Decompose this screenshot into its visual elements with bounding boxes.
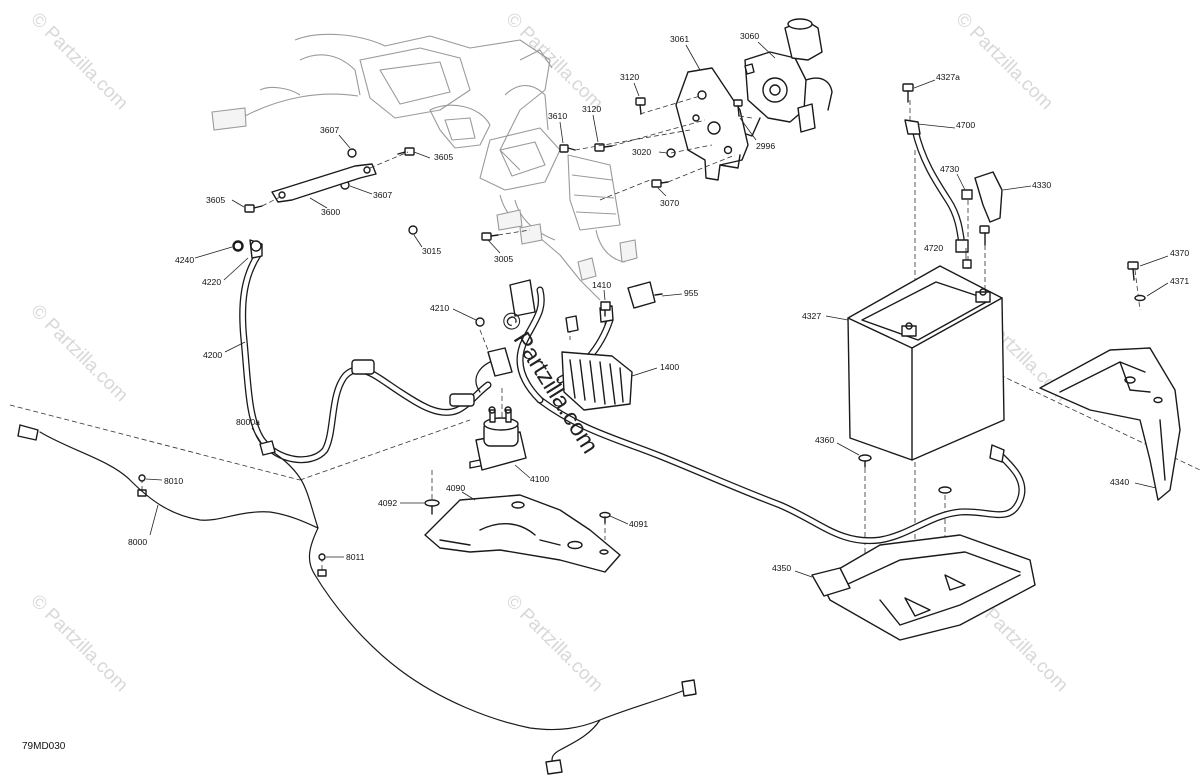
callout-4220: 4220 [202, 277, 221, 287]
bolt-3605a [397, 147, 415, 156]
ground-strap-3600 [271, 163, 377, 203]
washer-4371 [1134, 294, 1146, 302]
callout-3061: 3061 [670, 34, 689, 44]
watermark: © Partzilla.com [26, 301, 131, 406]
callout-3020: 3020 [632, 147, 651, 157]
nut-4210 [475, 317, 485, 327]
callout-3070: 3070 [660, 198, 679, 208]
power-steering-motor-3060 [744, 18, 833, 137]
rivet-4360b [938, 486, 952, 494]
callout-labels: 3061 3060 3120 3120 3610 3020 2996 3070 … [128, 31, 1189, 573]
callout-4091: 4091 [629, 519, 648, 529]
callout-3005: 3005 [494, 254, 513, 264]
callout-3015: 3015 [422, 246, 441, 256]
rivet-4360 [858, 454, 872, 468]
hardware-top [244, 97, 743, 241]
callout-4210: 4210 [430, 303, 449, 313]
callout-4327a: 4327a [936, 72, 960, 82]
bolt-4327a [902, 83, 914, 103]
battery-support-4340 [1039, 261, 1181, 501]
bolt-3605b [244, 204, 263, 213]
watermark: © Partzilla.com [951, 9, 1056, 114]
solenoid-bracket-4090 [424, 494, 621, 573]
nut-1410 [600, 301, 611, 317]
clip-8011 [317, 553, 327, 577]
callout-4092: 4092 [378, 498, 397, 508]
clip-8010 [137, 474, 147, 497]
battery-cable-4700 [902, 83, 1003, 269]
callout-3605: 3605 [206, 195, 225, 205]
diagram-code: 79MD030 [22, 741, 66, 752]
rivet-4091 [599, 511, 611, 524]
bolt-4370 [1127, 261, 1139, 281]
callout-4350: 4350 [772, 563, 791, 573]
nut-3607a [347, 148, 357, 158]
battery-tray-4350 [811, 454, 1036, 641]
battery-4327 [847, 265, 1005, 461]
nut-4720b [962, 259, 972, 269]
callout-8000: 8000 [128, 537, 147, 547]
misc-small-parts [233, 241, 611, 327]
ghost-frame [211, 33, 638, 301]
callout-3600: 3600 [321, 207, 340, 217]
voltage-regulator-1400 [561, 351, 633, 411]
callout-3605: 3605 [434, 152, 453, 162]
callout-3607: 3607 [320, 125, 339, 135]
nut-4730 [961, 189, 973, 200]
callout-3060: 3060 [740, 31, 759, 41]
nut-3015 [408, 225, 418, 235]
bolt-3120a [635, 97, 646, 115]
callout-4340: 4340 [1110, 477, 1129, 487]
starter-solenoid-4100 [469, 406, 527, 471]
callout-1410: 1410 [592, 280, 611, 290]
callout-8011: 8011 [346, 552, 365, 562]
watermark: © Partzilla.com [26, 591, 131, 696]
terminal-cover-4330 [974, 171, 1003, 223]
callout-4370: 4370 [1170, 248, 1189, 258]
callout-1400: 1400 [660, 362, 679, 372]
watermark: © Partzilla.com [501, 591, 606, 696]
bolt-3610 [559, 144, 576, 153]
watermark: © Partzilla.com [26, 9, 131, 114]
callout-4371: 4371 [1170, 276, 1189, 286]
ring-4240 [233, 241, 243, 251]
callout-8010: 8010 [164, 476, 183, 486]
callout-2996: 2996 [756, 141, 775, 151]
bolt-3005 [481, 232, 499, 241]
callout-955: 955 [684, 288, 699, 298]
bolt-3070 [651, 179, 669, 188]
callout-4327: 4327 [802, 311, 821, 321]
callout-3607: 3607 [373, 190, 392, 200]
callout-4700: 4700 [956, 120, 975, 130]
callout-4090: 4090 [446, 483, 465, 493]
watermark: © Partzilla.com [501, 9, 606, 114]
callout-4100: 4100 [530, 474, 549, 484]
harness-8000 [17, 424, 697, 775]
screw-4092 [424, 499, 440, 515]
bolt-2996 [733, 99, 743, 117]
callout-8000a: 8000a [236, 417, 260, 427]
motor-bracket-3061 [675, 67, 749, 181]
callout-4330: 4330 [1032, 180, 1051, 190]
callout-4720: 4720 [924, 243, 943, 253]
callout-4730: 4730 [940, 164, 959, 174]
callout-3610: 3610 [548, 111, 567, 121]
callout-4240: 4240 [175, 255, 194, 265]
callout-3120: 3120 [620, 72, 639, 82]
callout-4200: 4200 [203, 350, 222, 360]
callout-4360: 4360 [815, 435, 834, 445]
callout-3120: 3120 [582, 104, 601, 114]
bolt-4720 [979, 225, 990, 246]
leader-lines [145, 41, 1169, 578]
battery-cable-4200 [232, 239, 492, 464]
